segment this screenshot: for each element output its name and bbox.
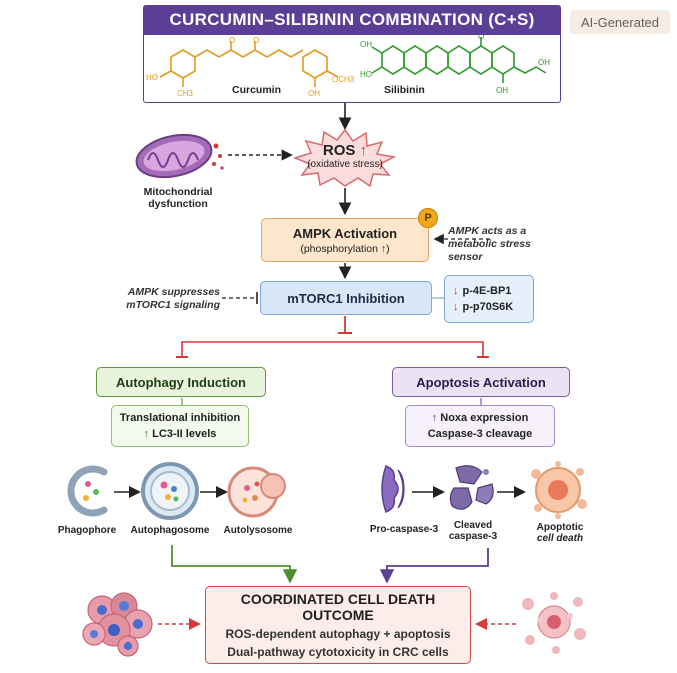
ros-label: ROS [322, 142, 356, 159]
phospho-badge: P [418, 208, 438, 228]
apoptosis-header: Apoptosis Activation [392, 367, 570, 397]
ampk-sensor-note: AMPK acts as a metabolic stress sensor [448, 225, 531, 263]
ampk-activation-box: AMPK Activation (phosphorylation ↑) [261, 218, 429, 262]
dying-cells-icon [522, 592, 586, 654]
autophagy-details: Translational inhibition ↑ LC3-II levels [111, 405, 249, 447]
curcumin-ho: HO [146, 73, 158, 82]
outcome-line-2: Dual-pathway cytotoxicity in CRC cells [227, 645, 449, 659]
autophagy-header: Autophagy Induction [96, 367, 266, 397]
arrow-apoptosis-to-outcome [379, 548, 489, 584]
ros-node: ROS ↑ (oxidative stress) [290, 142, 400, 170]
curcumin-och3: OCH3 [332, 75, 355, 84]
curcumin-o-right: O [253, 37, 259, 45]
ai-generated-badge: AI-Generated [570, 10, 670, 34]
mtorc1-markers-box: ↓p-4E-BP1 ↓p-p70S6K [444, 275, 534, 323]
pro-caspase-icon [381, 465, 405, 513]
ros-sub: (oxidative stress) [307, 159, 383, 170]
silibinin-oh-left: OH [360, 40, 372, 49]
branch-inhibit [181, 341, 484, 356]
stage-label-autolysosome: Autolysosome [223, 525, 293, 536]
silibinin-oh-right: OH [538, 58, 550, 67]
silibinin-label: Silibinin [384, 84, 425, 96]
mitochondria-label: Mitochondrial dysfunction [143, 186, 213, 210]
tumor-cluster-icon [82, 592, 153, 657]
curcumin-o-left: O [229, 37, 235, 45]
outcome-title: COORDINATED CELL DEATH OUTCOME [240, 591, 436, 623]
apoptosis-details: ↑ Noxa expression Caspase-3 cleavage [405, 405, 555, 447]
curcumin-oh: OH [308, 89, 320, 98]
marker-row: ↓p-4E-BP1 [453, 285, 512, 297]
ros-burst-icon [292, 128, 397, 188]
arrow-autophagy-to-outcome [171, 545, 298, 584]
stage-label-cleaved-caspase: Cleaved caspase-3 [448, 520, 498, 542]
mtorc1-suppress-note: AMPK suppresses mTORC1 signaling [126, 286, 220, 311]
outcome-line-1: ROS-dependent autophagy + apoptosis [225, 627, 451, 641]
silibinin-structure: OH HO O OH OH [360, 35, 550, 95]
ampk-title: AMPK Activation [292, 225, 398, 241]
silibinin-o-top: O [478, 35, 484, 41]
curcumin-structure: O O HO CH3 OCH3 OH [146, 37, 355, 98]
mitochondria-icon [135, 133, 224, 179]
curcumin-label: Curcumin [232, 84, 282, 96]
apoptotic-cell-icon [531, 461, 587, 519]
stage-label-autophagosome: Autophagosome [130, 525, 210, 536]
curcumin-ch3: CH3 [177, 89, 194, 98]
phagophore-icon [67, 465, 108, 517]
marker-row: ↓p-p70S6K [453, 301, 514, 313]
stage-label-apoptotic-death: Apoptotic cell death [536, 522, 584, 544]
autolysosome-icon [227, 466, 286, 518]
ampk-sub: (phosphorylation ↑) [300, 242, 390, 255]
autophagosome-icon [141, 462, 199, 520]
mtorc1-inhibition-box: mTORC1 Inhibition [260, 281, 432, 315]
cleaved-caspase-icon [449, 465, 494, 510]
outcome-box: COORDINATED CELL DEATH OUTCOME ROS-depen… [205, 586, 471, 664]
silibinin-oh-bottom: OH [496, 86, 508, 95]
stage-label-pro-caspase: Pro-caspase-3 [369, 524, 439, 535]
silibinin-ho: HO [360, 70, 372, 79]
page-title: CURCUMIN–SILIBININ COMBINATION (C+S) [143, 5, 561, 35]
stage-label-phagophore: Phagophore [57, 525, 117, 536]
ros-up-arrow: ↑ [359, 142, 368, 159]
